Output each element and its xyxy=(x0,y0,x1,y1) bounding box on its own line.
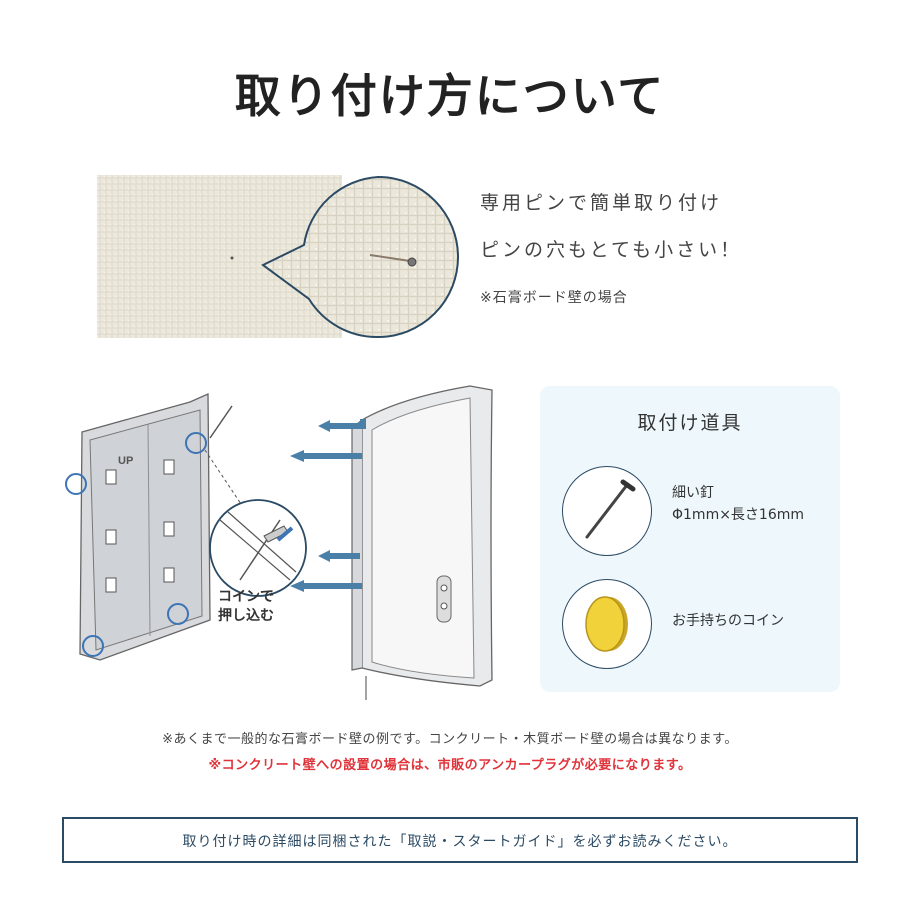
page-title: 取り付け方について xyxy=(234,69,666,123)
guide-notice-text: 取り付け時の詳細は同梱された「取説・スタートガイド」を必ずお読みください。 xyxy=(182,834,738,850)
feature-small-hole: ピンの穴もとても小さい！ xyxy=(480,239,743,261)
coin-illustration xyxy=(562,579,652,669)
pin-location-marker xyxy=(185,432,207,454)
pin-icon xyxy=(369,254,411,262)
mounting-plate: UP xyxy=(79,393,211,661)
up-marking: UP xyxy=(118,455,133,467)
feature-note: ※石膏ボード壁の場合 xyxy=(480,290,628,306)
guide-notice-box: 取り付け時の詳細は同梱された「取説・スタートガイド」を必ずお読みください。 xyxy=(62,817,858,863)
feature-easy-install: 専用ピンで簡単取り付け xyxy=(480,192,723,214)
coin-push-label: コインで 押し込む xyxy=(218,589,274,624)
tools-title: 取付け道具 xyxy=(637,412,743,434)
pin-location-marker xyxy=(82,635,104,657)
disclaimer-note: ※あくまで一般的な石膏ボード壁の例です。コンクリート・木質ボード壁の場合は異なり… xyxy=(162,732,738,747)
direction-arrows xyxy=(290,419,366,592)
concrete-warning: ※コンクリート壁への設置の場合は、市販のアンカープラグが必要になります。 xyxy=(208,758,692,773)
pin-zoom-callout xyxy=(261,175,459,339)
tools-panel: 取付け道具 細い釘 Φ1mm×長さ16mm お手持ちのコイン xyxy=(540,386,840,692)
coin-push-detail xyxy=(209,499,307,597)
nail-description: 細い釘 Φ1mm×長さ16mm xyxy=(672,485,805,523)
pin-icon xyxy=(209,405,233,439)
coin-description: お手持ちのコイン xyxy=(672,613,784,629)
pin-location-marker xyxy=(65,473,87,495)
coin-icon xyxy=(585,596,628,652)
installation-diagram: UP xyxy=(65,385,493,700)
nail-illustration xyxy=(562,466,652,556)
pin-hole-mark xyxy=(230,256,234,260)
nail-icon xyxy=(585,479,636,539)
router-device xyxy=(351,385,493,700)
pin-location-marker xyxy=(167,603,189,625)
